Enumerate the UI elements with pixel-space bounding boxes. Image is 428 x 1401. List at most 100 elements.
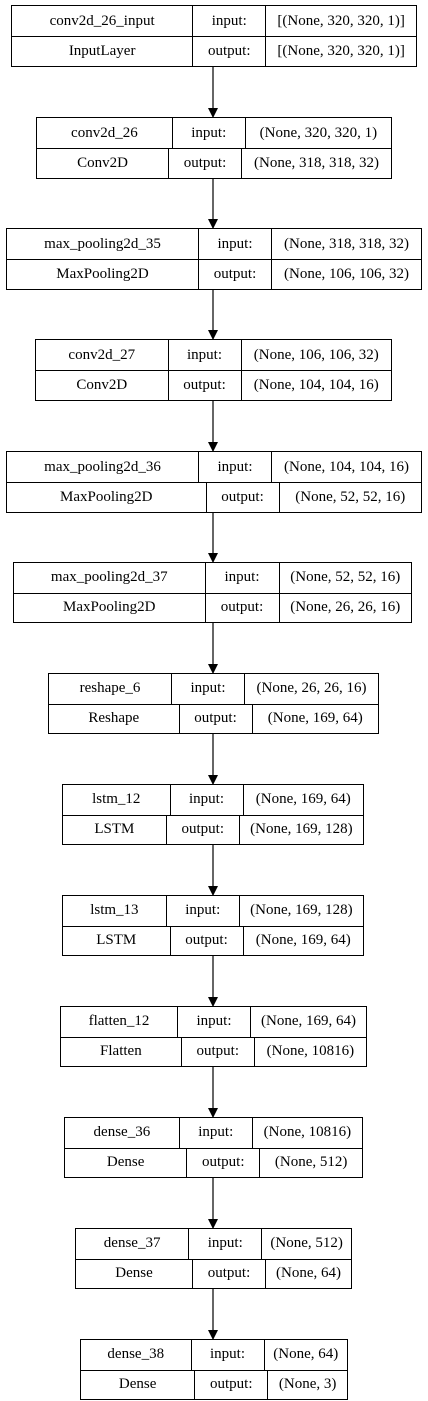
output-shape: (None, 106, 106, 32) (271, 260, 421, 289)
layer-output-row: MaxPooling2D output:(None, 26, 26, 16) (14, 592, 412, 622)
layer-name: max_pooling2d_36 (44, 458, 161, 475)
layer-name: conv2d_27 (68, 346, 136, 363)
layer-input-row: conv2d_26_input input:[(None, 320, 320, 1… (12, 6, 416, 36)
layer-type: Dense (118, 1376, 157, 1393)
input-label: input: (167, 340, 241, 370)
input-label: input: (169, 785, 243, 815)
output-shape: (None, 64) (265, 1259, 351, 1288)
output-label: output: (180, 1037, 254, 1066)
input-shape: (None, 512) (261, 1229, 351, 1259)
input-label: input: (171, 674, 244, 704)
output-shape: (None, 52, 52, 16) (278, 483, 422, 512)
output-label: output: (165, 815, 239, 844)
layer-name: lstm_12 (92, 791, 141, 808)
layer-input-row: dense_37 input:(None, 512) (76, 1229, 351, 1259)
output-shape: (None, 318, 318, 32) (241, 149, 391, 178)
output-shape: (None, 3) (267, 1370, 347, 1399)
layer-output-row: Dense output:(None, 3) (81, 1369, 347, 1399)
output-label: output: (204, 593, 279, 622)
layer-output-row: LSTM output:(None, 169, 128) (63, 814, 363, 844)
layer-node: max_pooling2d_35 input:(None, 318, 318, 3… (6, 228, 422, 290)
layer-type: InputLayer (68, 43, 136, 59)
input-shape: (None, 64) (263, 1340, 348, 1370)
output-label: output: (192, 1259, 265, 1288)
layer-output-row: Dense output:(None, 64) (76, 1258, 351, 1288)
layer-type: MaxPooling2D (60, 489, 153, 505)
input-label: input: (204, 563, 279, 593)
layer-name: dense_38 (107, 1346, 165, 1363)
layer-type: Flatten (100, 1043, 142, 1060)
output-shape: (None, 104, 104, 16) (240, 371, 392, 400)
output-label: output: (168, 149, 241, 178)
layer-type: MaxPooling2D (63, 599, 156, 616)
layer-node: conv2d_26_input input:[(None, 320, 320, 1… (11, 5, 417, 67)
output-label: output: (178, 704, 252, 733)
input-label: input: (192, 6, 265, 36)
input-label: input: (190, 1340, 264, 1370)
input-label: input: (198, 452, 271, 482)
layer-input-row: reshape_6 input:(None, 26, 26, 16) (49, 674, 378, 704)
input-label: input: (171, 118, 245, 148)
output-shape: (None, 10816) (253, 1037, 366, 1066)
layer-name: lstm_13 (90, 902, 139, 919)
layer-type: Conv2D (77, 155, 128, 171)
layer-type: LSTM (94, 821, 135, 838)
output-shape: (None, 169, 64) (251, 704, 379, 733)
layer-input-row: dense_38 input:(None, 64) (81, 1340, 347, 1370)
input-shape: (None, 52, 52, 16) (278, 563, 412, 593)
output-label: output: (167, 371, 241, 400)
layer-name: reshape_6 (79, 680, 141, 697)
input-label: input: (188, 1229, 261, 1259)
input-shape: (None, 26, 26, 16) (244, 674, 378, 704)
output-label: output: (194, 1370, 267, 1399)
layer-type: Dense (106, 1154, 145, 1171)
output-shape: (None, 512) (259, 1148, 362, 1177)
layer-node: max_pooling2d_36 input:(None, 104, 104, 1… (6, 451, 422, 513)
layer-output-row: Conv2D output:(None, 318, 318, 32) (37, 148, 391, 178)
layer-type: Dense (115, 1265, 153, 1282)
layer-name: dense_36 (93, 1124, 151, 1141)
output-shape: (None, 26, 26, 16) (278, 593, 412, 622)
layer-name: dense_37 (103, 1235, 161, 1252)
output-shape: (None, 169, 64) (242, 926, 364, 955)
layer-type: MaxPooling2D (56, 266, 149, 282)
input-shape: [(None, 320, 320, 1)] (265, 6, 416, 36)
layer-name: conv2d_26 (71, 124, 138, 141)
layer-input-row: max_pooling2d_35 input:(None, 318, 318, 3… (7, 229, 421, 259)
layer-output-row: Reshape output:(None, 169, 64) (49, 703, 379, 733)
input-label: input: (177, 1007, 250, 1037)
layer-name: conv2d_26_input (49, 12, 155, 29)
output-label: output: (169, 926, 243, 955)
input-shape: (None, 104, 104, 16) (271, 452, 421, 482)
layer-output-row: Flatten output:(None, 10816) (61, 1036, 366, 1066)
input-label: input: (198, 229, 271, 259)
output-shape: (None, 169, 128) (238, 815, 363, 844)
layer-type: LSTM (96, 932, 137, 949)
input-shape: (None, 318, 318, 32) (271, 229, 421, 259)
input-shape: (None, 169, 128) (238, 896, 363, 926)
layer-name: max_pooling2d_35 (44, 235, 161, 252)
layer-type: Reshape (88, 710, 140, 727)
input-shape: (None, 169, 64) (250, 1007, 366, 1037)
layer-output-row: LSTM output:(None, 169, 64) (63, 925, 364, 955)
layer-node: dense_38 input:(None, 64) Dense output:(Non… (80, 1339, 348, 1400)
